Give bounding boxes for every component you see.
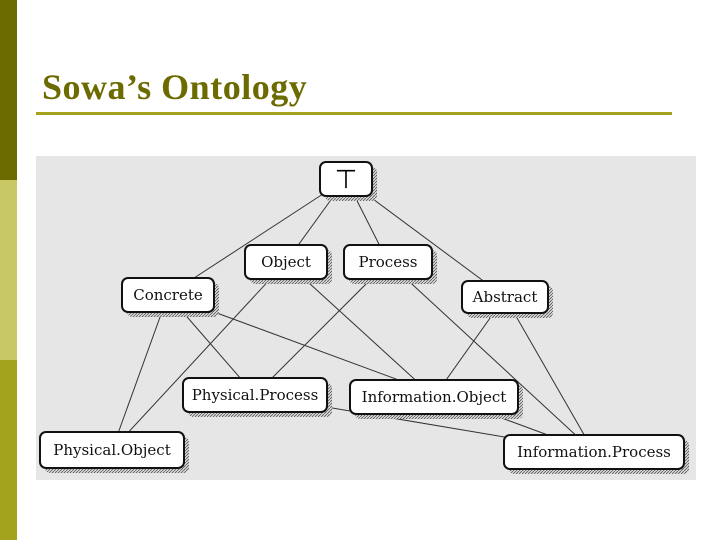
edge-process-physical_process xyxy=(254,261,389,396)
slide-title: Sowa’s Ontology xyxy=(42,67,308,107)
node-physical-process: Physical.Process xyxy=(182,377,332,417)
title-underline xyxy=(36,112,672,115)
node-label: Physical.Object xyxy=(53,441,171,459)
edge-object-physical_object xyxy=(111,261,287,451)
edge-concrete-physical_object xyxy=(111,294,169,451)
node-abstract: Abstract xyxy=(461,280,553,318)
node-box xyxy=(39,431,185,469)
node-box xyxy=(349,379,519,415)
edge-concrete-information_process xyxy=(167,294,595,453)
node-process: Process xyxy=(343,244,437,284)
node-box xyxy=(503,434,685,470)
node-physical-object: Physical.Object xyxy=(39,431,189,473)
node-label: Physical.Process xyxy=(192,386,319,404)
node-concrete: Concrete xyxy=(121,277,219,317)
node-label: Information.Process xyxy=(517,443,671,461)
edge-abstract-information_process xyxy=(504,296,595,453)
node-information-process: Information.Process xyxy=(503,434,689,474)
node-box xyxy=(343,244,433,280)
sidebar-accent-bottom xyxy=(0,360,17,540)
node-box xyxy=(121,277,215,313)
node-label: Process xyxy=(359,253,418,271)
node-box xyxy=(319,161,373,197)
edge-process-information_process xyxy=(387,261,595,453)
node-box xyxy=(182,377,328,413)
node-label: ⊤ xyxy=(335,165,358,195)
sidebar-accent-middle xyxy=(0,180,17,360)
node-label: Concrete xyxy=(133,286,203,304)
node-box xyxy=(244,244,328,280)
edge-object-information_object xyxy=(285,261,435,398)
node-object: Object xyxy=(244,244,332,284)
edge-top-concrete xyxy=(167,178,347,296)
node-information-object: Information.Object xyxy=(349,379,523,419)
sidebar-accent-top xyxy=(0,0,17,180)
node-label: Abstract xyxy=(472,288,538,306)
node-label: Information.Object xyxy=(362,388,507,406)
node-box xyxy=(461,280,549,314)
node-top: ⊤ xyxy=(319,161,377,201)
node-label: Object xyxy=(261,253,311,271)
